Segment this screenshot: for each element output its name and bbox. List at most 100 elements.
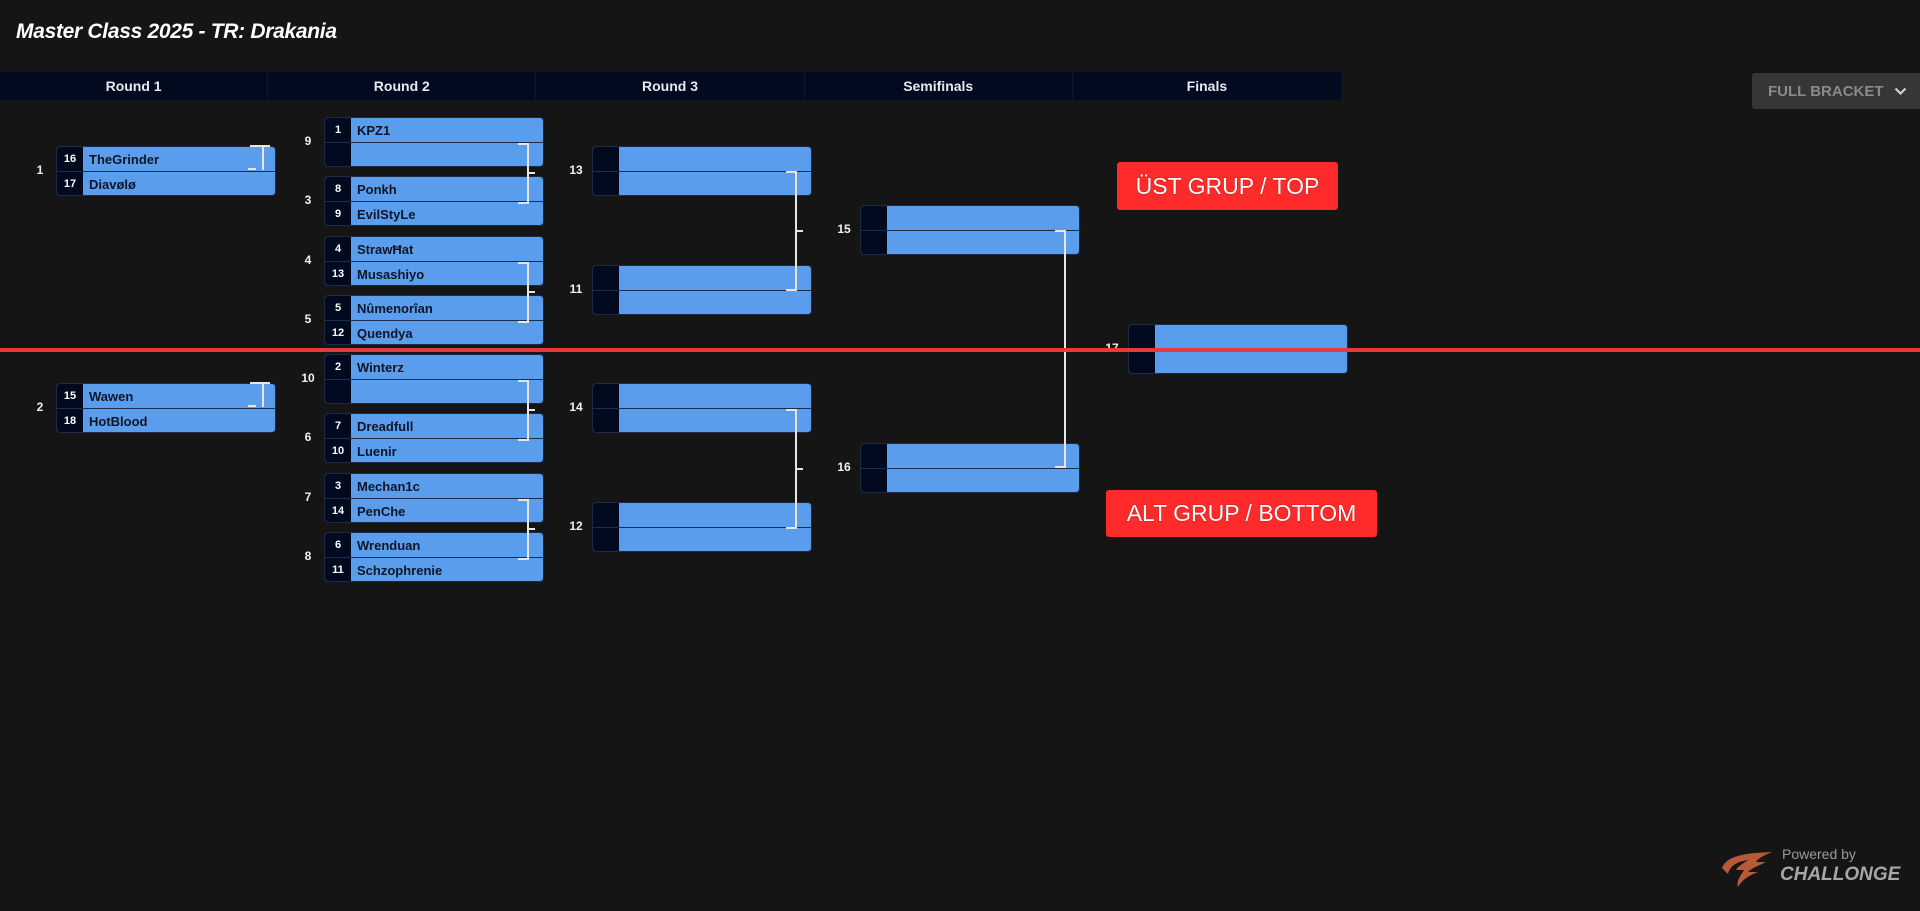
connector-m2-m10-tail — [248, 405, 256, 407]
player-name: Wawen — [89, 388, 134, 404]
match-7[interactable]: 7 3 Mechan1c 14 PenChe — [305, 473, 544, 523]
match-number: 10 — [301, 371, 315, 385]
match-card[interactable]: 5 Nûmenorîan 12 Quendya — [324, 295, 544, 345]
player-slot[interactable]: 18 HotBlood — [57, 409, 275, 432]
match-5[interactable]: 5 5 Nûmenorîan 12 Quendya — [305, 295, 544, 345]
match-card[interactable]: 3 Mechan1c 14 PenChe — [324, 473, 544, 523]
match-card[interactable]: 2 Winterz — [324, 354, 544, 404]
match-1[interactable]: 1 16 TheGrinder 17 Diavølø — [37, 146, 276, 196]
player-slot[interactable]: 12 Quendya — [325, 321, 543, 344]
match-9[interactable]: 9 1 KPZ1 — [305, 117, 544, 167]
match-number: 11 — [569, 282, 583, 296]
match-14[interactable]: 14 — [569, 383, 812, 433]
player-slot[interactable]: 5 Nûmenorîan — [325, 296, 543, 320]
player-slot[interactable] — [593, 266, 811, 290]
player-seed: 9 — [325, 202, 351, 225]
player-slot[interactable]: 9 EvilStyLe — [325, 202, 543, 225]
player-slot[interactable] — [861, 469, 1079, 492]
player-slot[interactable] — [593, 291, 811, 314]
match-card[interactable] — [592, 265, 812, 315]
player-name — [351, 380, 543, 403]
match-4[interactable]: 4 4 StrawĦat 13 Musashiyo — [305, 236, 544, 286]
slot-divider — [325, 438, 543, 439]
match-card[interactable]: 6 Wrenduan 11 Schzophrenie — [324, 532, 544, 582]
player-name — [887, 231, 1079, 254]
player-slot[interactable]: 6 Wrenduan — [325, 533, 543, 557]
player-slot[interactable] — [593, 172, 811, 195]
match-card[interactable] — [592, 146, 812, 196]
player-slot[interactable]: 7 Dreadfull — [325, 414, 543, 438]
match-card[interactable]: 15 Wawen 18 HotBlood — [56, 383, 276, 433]
player-slot[interactable]: 16 TheGrinder — [57, 147, 275, 171]
match-card[interactable] — [592, 502, 812, 552]
match-3[interactable]: 3 8 Ponkh 9 EvilStyLe — [305, 176, 544, 226]
player-slot[interactable]: 13 Musashiyo — [325, 262, 543, 285]
match-card[interactable]: 16 TheGrinder 17 Diavølø — [56, 146, 276, 196]
player-seed: 3 — [325, 474, 351, 498]
player-slot[interactable] — [1129, 350, 1347, 373]
match-card[interactable]: 1 KPZ1 — [324, 117, 544, 167]
match-11[interactable]: 11 — [570, 265, 812, 315]
player-slot[interactable]: 1 KPZ1 — [325, 118, 543, 142]
slot-divider — [593, 290, 811, 291]
player-slot[interactable]: 15 Wawen — [57, 384, 275, 408]
player-name — [619, 291, 811, 314]
slot-divider — [325, 201, 543, 202]
player-slot[interactable]: 3 Mechan1c — [325, 474, 543, 498]
match-16[interactable]: 16 — [837, 443, 1080, 493]
player-slot[interactable] — [593, 409, 811, 432]
match-card[interactable]: 8 Ponkh 9 EvilStyLe — [324, 176, 544, 226]
player-seed — [861, 469, 887, 492]
match-number: 7 — [304, 490, 312, 504]
player-slot[interactable] — [861, 231, 1079, 254]
player-slot[interactable]: 2 Winterz — [325, 355, 543, 379]
slot-divider — [861, 468, 1079, 469]
player-slot[interactable]: 10 Luenir — [325, 439, 543, 462]
player-name: EvilStyLe — [357, 206, 416, 222]
player-slot[interactable]: 17 Diavølø — [57, 172, 275, 195]
connector-r2-m12-tail — [527, 528, 535, 530]
player-seed: 1 — [325, 118, 351, 142]
match-card[interactable] — [592, 383, 812, 433]
match-card[interactable] — [860, 443, 1080, 493]
match-8[interactable]: 8 6 Wrenduan 11 Schzophrenie — [305, 532, 544, 582]
match-6[interactable]: 6 7 Dreadfull 10 Luenir — [305, 413, 544, 463]
player-slot[interactable] — [325, 143, 543, 166]
match-2[interactable]: 2 15 Wawen 18 HotBlood — [37, 383, 276, 433]
player-seed — [1129, 325, 1155, 349]
player-slot[interactable] — [593, 147, 811, 171]
full-bracket-dropdown[interactable]: FULL BRACKET — [1752, 73, 1920, 109]
player-slot[interactable] — [861, 444, 1079, 468]
match-12[interactable]: 12 — [569, 502, 812, 552]
player-slot[interactable] — [593, 384, 811, 408]
player-name: TheGrinder — [89, 151, 160, 167]
challonge-brand-text: CHALLONGE — [1780, 864, 1901, 885]
player-seed — [593, 172, 619, 195]
match-number: 9 — [304, 134, 312, 148]
player-slot[interactable]: 8 Ponkh — [325, 177, 543, 201]
player-seed: 11 — [325, 558, 351, 581]
player-slot[interactable] — [1129, 325, 1347, 349]
player-slot[interactable] — [593, 503, 811, 527]
match-number: 12 — [569, 519, 583, 533]
slot-divider — [57, 171, 275, 172]
player-slot[interactable] — [861, 206, 1079, 230]
match-card[interactable]: 4 StrawĦat 13 Musashiyo — [324, 236, 544, 286]
match-number: 4 — [304, 253, 312, 267]
player-slot[interactable]: 11 Schzophrenie — [325, 558, 543, 581]
match-card[interactable] — [860, 205, 1080, 255]
bottom-group-label: ALT GRUP / BOTTOM — [1106, 490, 1377, 537]
match-number: 14 — [569, 400, 583, 414]
player-slot[interactable]: 14 PenChe — [325, 499, 543, 522]
player-slot[interactable]: 4 StrawĦat — [325, 237, 543, 261]
player-slot[interactable] — [325, 380, 543, 403]
player-name: Musashiyo — [357, 266, 425, 282]
player-slot[interactable] — [593, 528, 811, 551]
match-10[interactable]: 10 2 Winterz — [301, 354, 544, 404]
match-15[interactable]: 15 — [837, 205, 1080, 255]
round-header-round-1: Round 1 — [0, 72, 269, 100]
player-name — [887, 469, 1079, 492]
match-card[interactable]: 7 Dreadfull 10 Luenir — [324, 413, 544, 463]
player-seed: 8 — [325, 177, 351, 201]
match-13[interactable]: 13 — [569, 146, 812, 196]
